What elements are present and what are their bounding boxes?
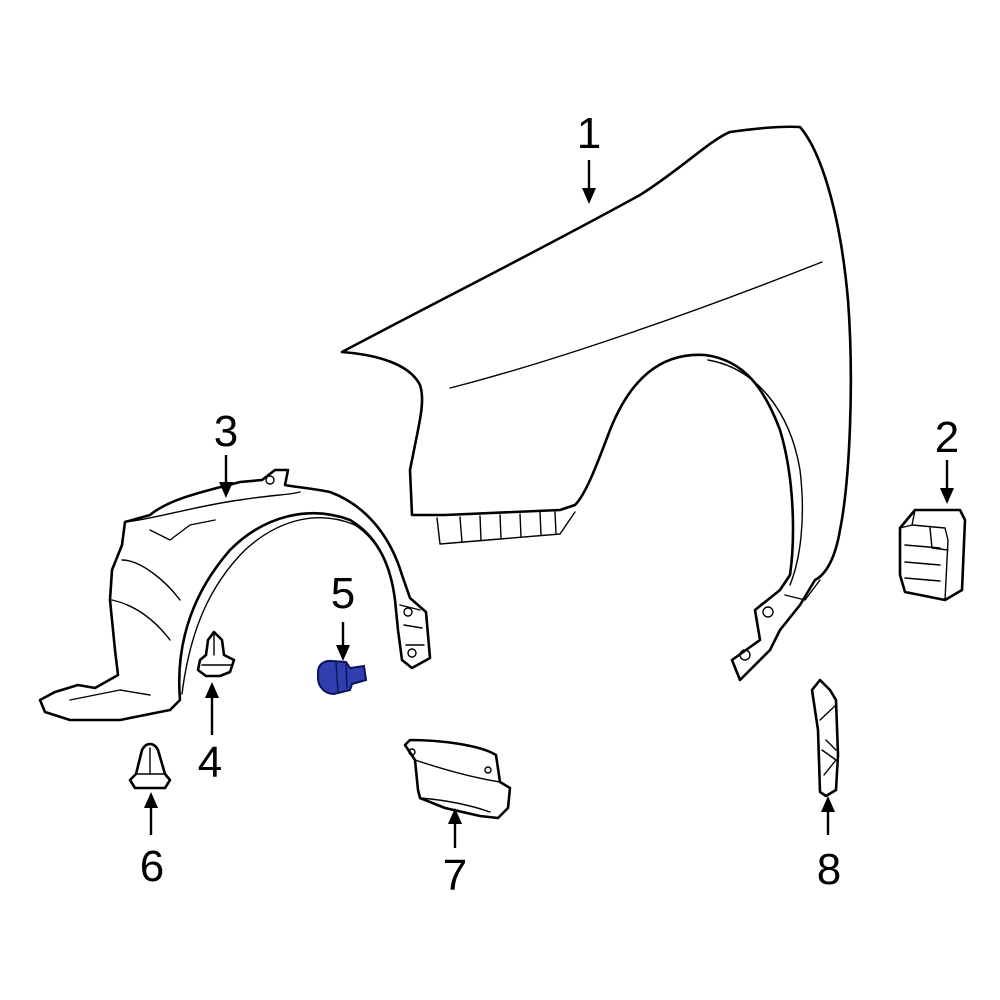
arrowhead-4 [205,682,219,698]
arrowhead-8 [821,796,835,812]
callout-4: 4 [198,738,222,787]
highlighted-fastener-part[interactable] [317,659,368,696]
leader-lines [144,160,954,848]
side-bracket-part[interactable] [810,678,840,798]
arrowhead-2 [940,488,954,504]
callout-5: 5 [331,569,355,618]
push-clip-part[interactable] [196,630,236,678]
bracket-part[interactable] [898,508,967,602]
callout-3: 3 [214,407,238,456]
fender-part[interactable] [340,125,853,682]
arrowhead-1 [582,188,596,204]
retainer-clip-part[interactable] [128,742,172,790]
callout-6: 6 [140,842,164,891]
fender-liner-part[interactable] [38,468,432,722]
arrowhead-5 [336,645,350,661]
arrowhead-3 [219,482,233,498]
splash-shield-part[interactable] [403,738,512,820]
callout-2: 2 [935,413,959,462]
callout-numbers: 1 2 3 4 5 6 7 8 [140,109,959,900]
arrowhead-7 [448,808,462,824]
callout-8: 8 [817,845,841,894]
callout-1: 1 [577,109,601,158]
callout-7: 7 [443,851,467,900]
arrowhead-6 [144,792,158,808]
